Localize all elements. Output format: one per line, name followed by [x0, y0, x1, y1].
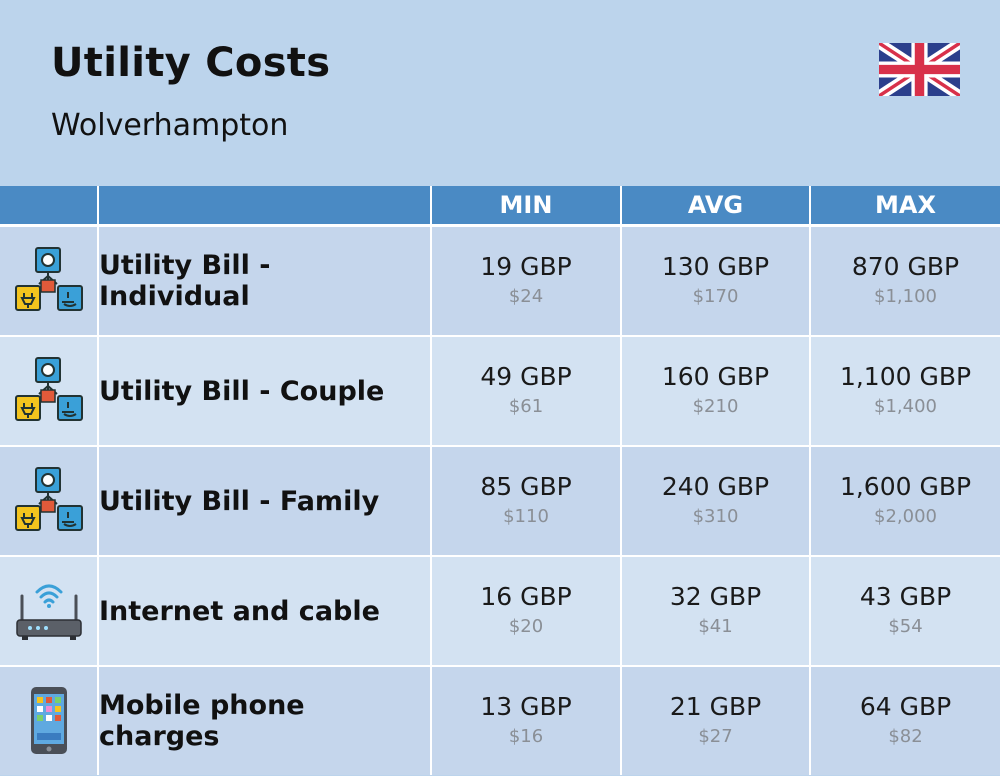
min-usd-value: $20	[508, 616, 544, 637]
uk-flag-icon	[879, 43, 960, 96]
avg-usd-value: $210	[692, 396, 739, 417]
max-cell: 1,600 GBP $2,000	[809, 445, 1000, 556]
column-header-icon	[0, 186, 98, 227]
max-cell: 43 GBP $54	[809, 555, 1000, 666]
min-usd-value: $16	[508, 726, 544, 747]
table-row: Internet and cable 16 GBP $20 32 GBP $41…	[0, 555, 1000, 666]
max-usd-value: $1,400	[874, 396, 937, 417]
smartphone-icon	[30, 687, 67, 754]
avg-usd-value: $41	[698, 616, 733, 637]
page-title: Utility Costs	[51, 40, 331, 86]
max-cell: 1,100 GBP $1,400	[809, 335, 1000, 446]
max-usd-value: $2,000	[874, 506, 937, 527]
avg-cell: 32 GBP $41	[620, 555, 810, 666]
router-icon	[15, 584, 82, 640]
utilities-icon	[14, 357, 83, 421]
city-name: Wolverhampton	[51, 108, 289, 143]
min-cell: 13 GBP $16	[430, 665, 621, 775]
avg-usd-value: $170	[692, 286, 739, 307]
avg-cell: 160 GBP $210	[620, 335, 810, 446]
utility-costs-table: MIN AVG MAX Utility Bill - Individual	[0, 186, 1000, 775]
max-value: 1,600 GBP	[839, 472, 972, 501]
max-cell: 870 GBP $1,100	[809, 224, 1000, 336]
avg-usd-value: $310	[692, 506, 739, 527]
column-header-avg: AVG	[620, 186, 810, 227]
table-row: Utility Bill - Individual 19 GBP $24 130…	[0, 224, 1000, 336]
max-value: 1,100 GBP	[839, 362, 972, 391]
avg-cell: 240 GBP $310	[620, 445, 810, 556]
avg-usd-value: $27	[698, 726, 733, 747]
row-label: Utility Bill - Individual	[97, 224, 431, 336]
row-label: Utility Bill - Couple	[97, 335, 431, 446]
max-value: 870 GBP	[851, 252, 960, 281]
row-label: Utility Bill - Family	[97, 445, 431, 556]
min-cell: 16 GBP $20	[430, 555, 621, 666]
column-header-item	[97, 186, 431, 227]
min-usd-value: $61	[508, 396, 544, 417]
column-header-max: MAX	[809, 186, 1000, 227]
max-value: 64 GBP	[859, 692, 952, 721]
avg-value: 32 GBP	[669, 582, 762, 611]
table-row: Mobile phone charges 13 GBP $16 21 GBP $…	[0, 665, 1000, 775]
page-header: Utility Costs Wolverhampton	[0, 0, 1000, 186]
min-value: 16 GBP	[480, 582, 572, 611]
column-header-min: MIN	[430, 186, 621, 227]
avg-cell: 21 GBP $27	[620, 665, 810, 775]
max-cell: 64 GBP $82	[809, 665, 1000, 775]
row-icon-cell	[0, 445, 98, 556]
min-value: 13 GBP	[480, 692, 572, 721]
table-row: Utility Bill - Family 85 GBP $110 240 GB…	[0, 445, 1000, 556]
table-row: Utility Bill - Couple 49 GBP $61 160 GBP…	[0, 335, 1000, 446]
avg-value: 130 GBP	[661, 252, 770, 281]
min-cell: 85 GBP $110	[430, 445, 621, 556]
row-label: Internet and cable	[97, 555, 431, 666]
utilities-icon	[14, 467, 83, 531]
utilities-icon	[14, 247, 83, 311]
min-value: 49 GBP	[480, 362, 572, 391]
row-icon-cell	[0, 665, 98, 775]
row-icon-cell	[0, 555, 98, 666]
min-usd-value: $110	[503, 506, 549, 527]
avg-value: 240 GBP	[661, 472, 770, 501]
min-value: 19 GBP	[480, 252, 572, 281]
avg-value: 160 GBP	[661, 362, 770, 391]
min-usd-value: $24	[508, 286, 544, 307]
row-icon-cell	[0, 224, 98, 336]
avg-value: 21 GBP	[669, 692, 762, 721]
max-value: 43 GBP	[859, 582, 952, 611]
min-cell: 49 GBP $61	[430, 335, 621, 446]
row-icon-cell	[0, 335, 98, 446]
min-value: 85 GBP	[480, 472, 572, 501]
max-usd-value: $1,100	[874, 286, 937, 307]
max-usd-value: $54	[888, 616, 923, 637]
min-cell: 19 GBP $24	[430, 224, 621, 336]
row-label: Mobile phone charges	[97, 665, 431, 775]
table-header-row: MIN AVG MAX	[0, 186, 1000, 227]
avg-cell: 130 GBP $170	[620, 224, 810, 336]
max-usd-value: $82	[888, 726, 923, 747]
